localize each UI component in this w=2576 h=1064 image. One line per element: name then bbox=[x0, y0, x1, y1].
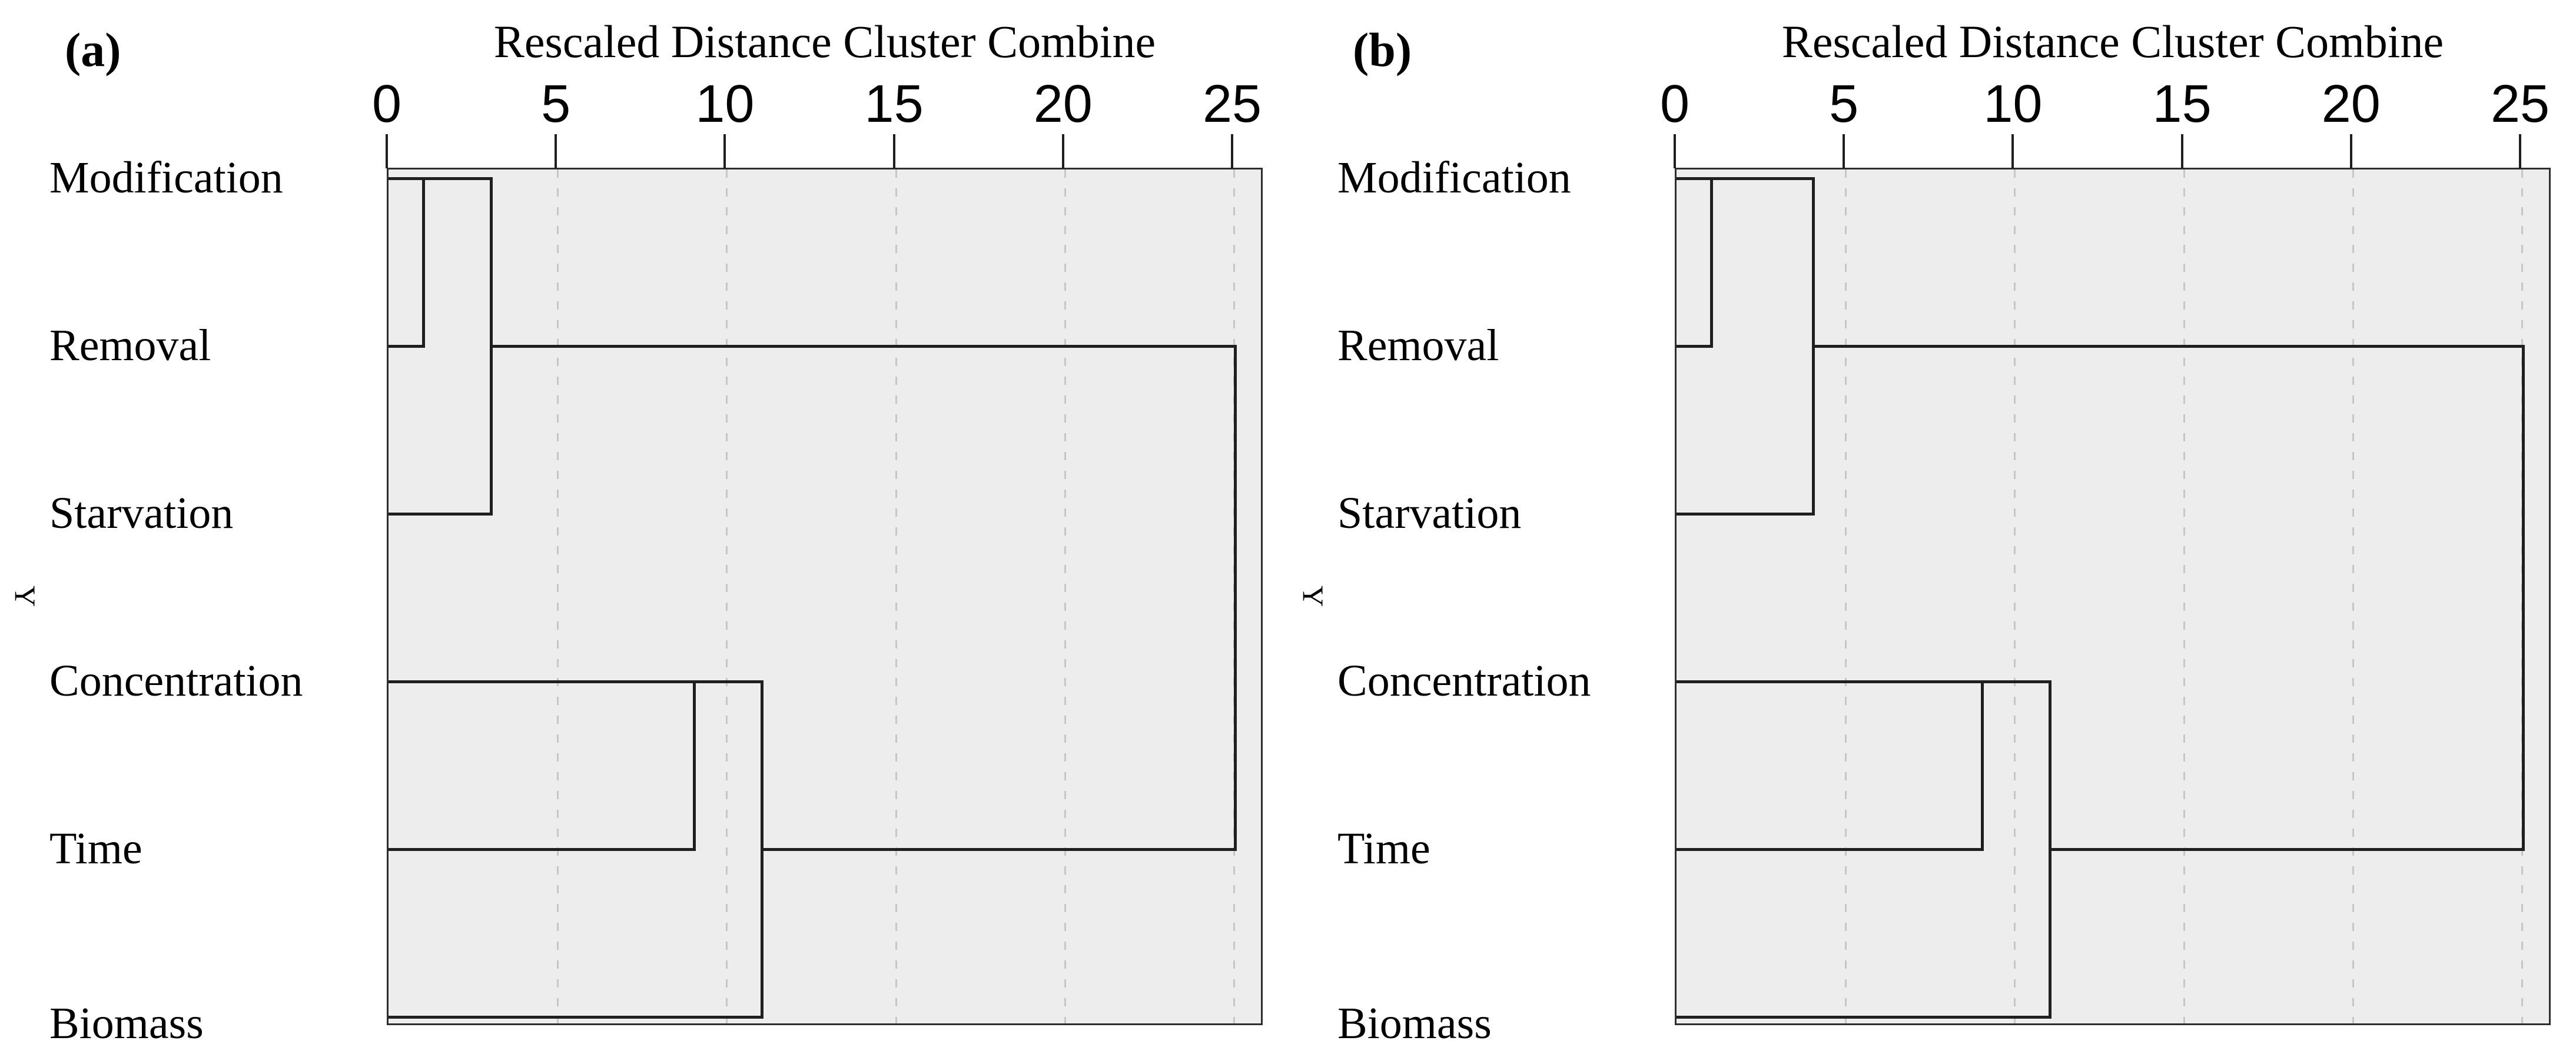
x-tick-label: 25 bbox=[2490, 75, 2550, 134]
row-label-time: Time bbox=[1337, 824, 1430, 873]
dashed-gridline bbox=[2014, 169, 2016, 1023]
dendrogram-segment bbox=[490, 345, 1237, 348]
row-label-starvation: Starvation bbox=[1337, 488, 1522, 538]
row-label-concentration: Concentration bbox=[1337, 656, 1591, 706]
x-tick-label: 20 bbox=[2321, 75, 2381, 134]
dendrogram-segment bbox=[389, 680, 696, 683]
x-tick-mark bbox=[1843, 134, 1845, 168]
panel-b-plot-area bbox=[1675, 168, 2551, 1025]
x-tick-label: 0 bbox=[371, 75, 402, 134]
dendrogram-segment bbox=[692, 680, 696, 851]
x-tick-mark bbox=[555, 134, 557, 168]
row-label-modification: Modification bbox=[49, 153, 283, 202]
panel-a-y-axis-label: Y bbox=[9, 585, 42, 607]
row-label-biomass: Biomass bbox=[49, 999, 204, 1048]
dendrogram-segment bbox=[1677, 1016, 2051, 1019]
dendrogram-segment bbox=[389, 1016, 763, 1019]
x-tick-mark bbox=[1061, 134, 1064, 168]
dendrogram-segment bbox=[1811, 345, 2525, 348]
dendrogram-segment bbox=[389, 513, 493, 516]
panel-a-letter: (a) bbox=[65, 23, 121, 77]
x-tick-mark bbox=[723, 134, 726, 168]
x-tick-mark bbox=[2349, 134, 2352, 168]
x-tick-mark bbox=[2011, 134, 2014, 168]
dashed-gridline bbox=[2183, 169, 2185, 1023]
x-tick-mark bbox=[1231, 134, 1233, 168]
x-tick-mark bbox=[1674, 134, 1676, 168]
panel-b-title: Rescaled Distance Cluster Combine bbox=[1781, 16, 2444, 67]
x-tick-label: 10 bbox=[1983, 75, 2043, 134]
dendrogram-segment bbox=[1677, 848, 1984, 851]
row-label-removal: Removal bbox=[1337, 321, 1499, 370]
panel-b-y-axis-label: Y bbox=[1297, 585, 1330, 607]
row-label-biomass: Biomass bbox=[1337, 999, 1492, 1048]
row-label-concentration: Concentration bbox=[49, 656, 303, 706]
dendrogram-segment bbox=[2048, 848, 2525, 851]
x-tick-mark bbox=[2180, 134, 2183, 168]
panel-b: (b) Rescaled Distance Cluster Combine Y … bbox=[1288, 0, 2576, 1064]
dashed-gridline bbox=[557, 169, 559, 1023]
dendrogram-segment bbox=[389, 345, 426, 348]
dashed-gridline bbox=[726, 169, 728, 1023]
x-tick-label: 15 bbox=[2152, 75, 2212, 134]
dendrogram-segment bbox=[1677, 513, 1815, 516]
dendrogram-segment bbox=[389, 177, 493, 180]
dendrogram-segment bbox=[389, 848, 696, 851]
x-tick-mark bbox=[2519, 134, 2521, 168]
dendrogram-segment bbox=[692, 680, 763, 683]
dendrogram-segment bbox=[1677, 680, 1984, 683]
x-tick-label: 20 bbox=[1033, 75, 1093, 134]
dendrogram-segment bbox=[1234, 345, 1237, 851]
dashed-gridline bbox=[895, 169, 897, 1023]
dashed-gridline bbox=[1064, 169, 1066, 1023]
dendrogram-segment bbox=[1677, 177, 1815, 180]
x-tick-label: 15 bbox=[864, 75, 924, 134]
row-label-modification: Modification bbox=[1337, 153, 1571, 202]
panel-a-plot-area bbox=[387, 168, 1263, 1025]
x-tick-label: 5 bbox=[541, 75, 571, 134]
x-tick-mark bbox=[386, 134, 388, 168]
dendrogram-segment bbox=[1980, 680, 1984, 851]
dashed-gridline bbox=[1845, 169, 1847, 1023]
dendrogram-segment bbox=[1980, 680, 2051, 683]
x-tick-label: 0 bbox=[1659, 75, 1690, 134]
row-label-removal: Removal bbox=[49, 321, 211, 370]
x-tick-label: 25 bbox=[1202, 75, 1262, 134]
x-tick-label: 10 bbox=[695, 75, 755, 134]
panel-b-letter: (b) bbox=[1353, 23, 1412, 77]
row-label-starvation: Starvation bbox=[49, 488, 234, 538]
dendrogram-segment bbox=[1677, 345, 1714, 348]
x-tick-mark bbox=[892, 134, 895, 168]
dendrogram-segment bbox=[422, 177, 426, 348]
dendrogram-segment bbox=[760, 848, 1237, 851]
dendrogram-segment bbox=[2522, 345, 2525, 851]
panel-a-title: Rescaled Distance Cluster Combine bbox=[493, 16, 1156, 67]
dashed-gridline bbox=[2352, 169, 2354, 1023]
dendrogram-segment bbox=[1710, 177, 1714, 348]
x-tick-label: 5 bbox=[1829, 75, 1859, 134]
panel-a: (a) Rescaled Distance Cluster Combine Y … bbox=[9, 16, 1263, 1048]
row-label-time: Time bbox=[49, 824, 142, 873]
